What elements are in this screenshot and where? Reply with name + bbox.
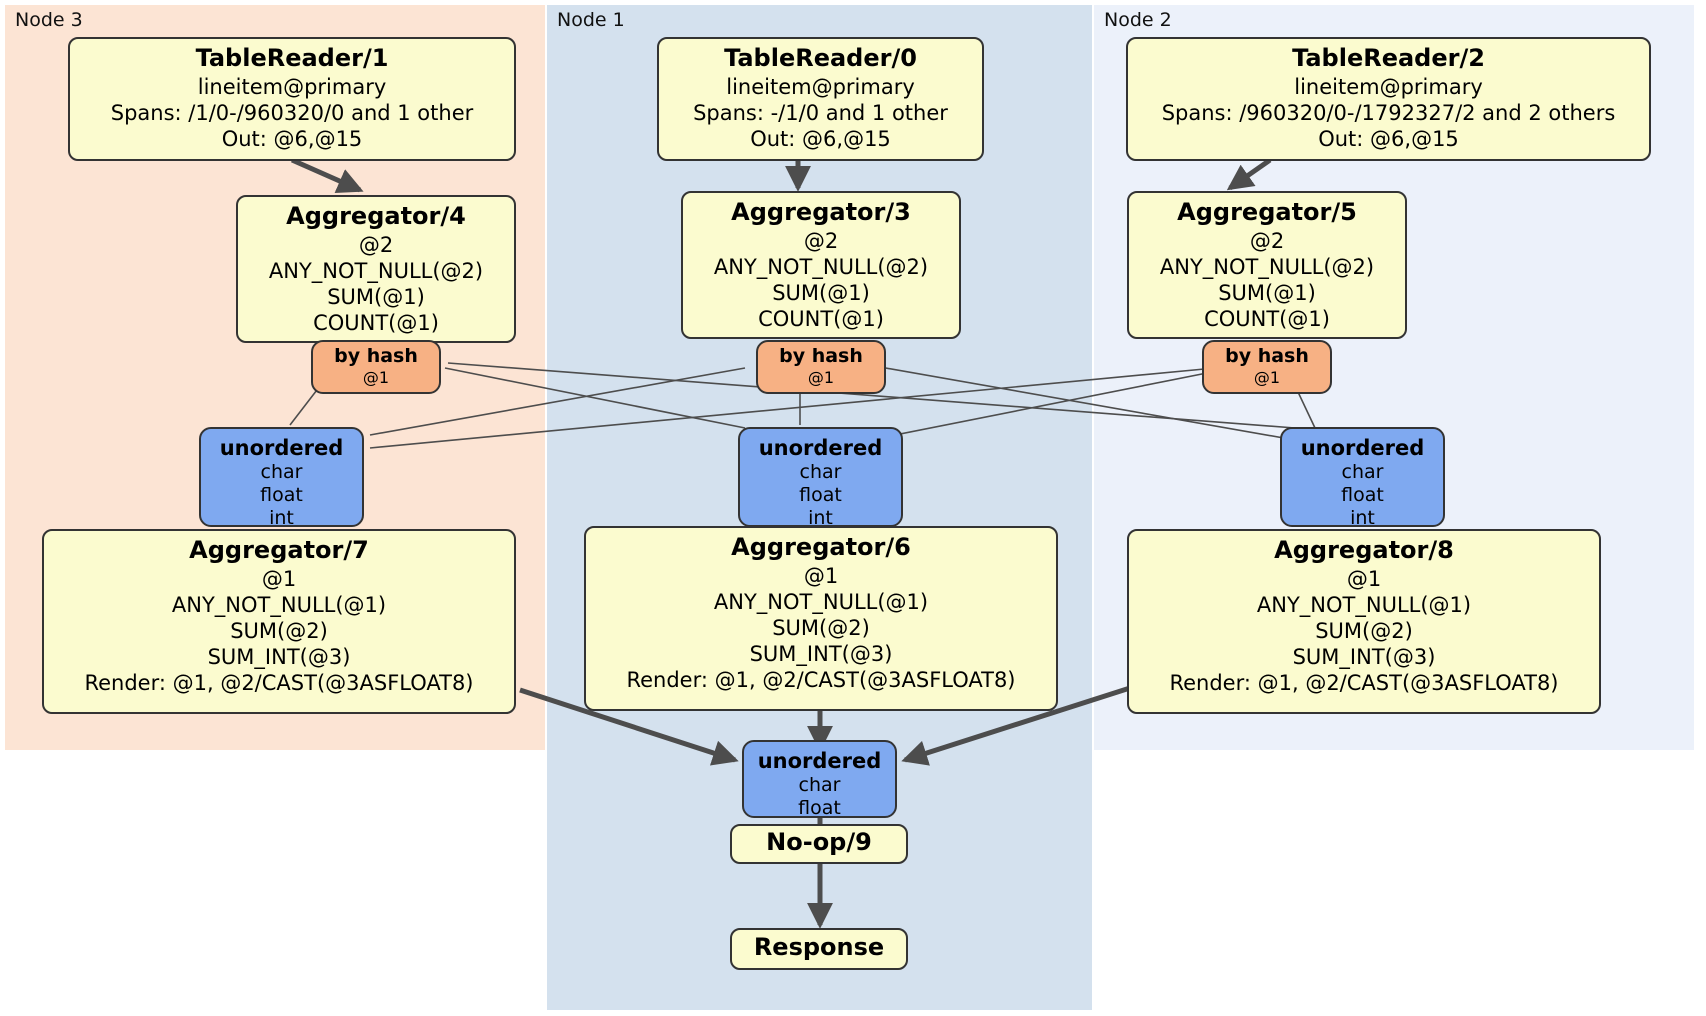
processor-aggregator-5[interactable]: Aggregator/5 @2 ANY_NOT_NULL(@2) SUM(@1)… — [1127, 191, 1407, 339]
processor-title: Aggregator/5 — [1177, 198, 1357, 226]
processor-title: No-op/9 — [766, 828, 872, 856]
processor-title: Aggregator/7 — [189, 536, 369, 564]
processor-tablereader-0[interactable]: TableReader/0 lineitem@primary Spans: -/… — [657, 37, 984, 161]
processor-title: Aggregator/6 — [731, 533, 911, 561]
processor-noop-9[interactable]: No-op/9 — [730, 824, 908, 864]
processor-detail-line: SUM(@1) — [327, 285, 425, 309]
processor-detail-line: SUM(@2) — [772, 616, 870, 640]
synchronizer-type-line: float — [799, 484, 842, 506]
processor-detail-line: lineitem@primary — [726, 75, 915, 99]
processor-detail-line: Spans: /960320/0-/1792327/2 and 2 others — [1161, 101, 1616, 125]
synchronizer-type-line: char — [1341, 461, 1384, 483]
processor-title: TableReader/2 — [1292, 44, 1485, 72]
processor-detail-line: ANY_NOT_NULL(@2) — [1159, 255, 1375, 279]
processor-detail-line: SUM(@2) — [1315, 619, 1413, 643]
processor-detail-line: COUNT(@1) — [1204, 307, 1330, 331]
router-detail-line: @1 — [1253, 368, 1281, 387]
synchronizer-title: unordered — [219, 436, 344, 460]
processor-detail-line: Render: @1, @2/CAST(@3ASFLOAT8) — [626, 668, 1016, 692]
processor-response[interactable]: Response — [730, 928, 908, 970]
processor-detail-line: Spans: -/1/0 and 1 other — [693, 101, 948, 125]
processor-detail-line: Out: @6,@15 — [750, 127, 891, 151]
synchronizer-type-line: char — [799, 461, 842, 483]
processor-title: Response — [753, 933, 885, 961]
node-region-label-node1: Node 1 — [557, 9, 625, 31]
processor-title: TableReader/0 — [724, 44, 917, 72]
processor-title: Aggregator/3 — [731, 198, 911, 226]
synchronizer-unordered-node2[interactable]: unordered char float int — [1280, 427, 1445, 529]
processor-title: TableReader/1 — [195, 44, 389, 72]
synchronizer-title: unordered — [757, 749, 882, 773]
processor-detail-line: lineitem@primary — [1294, 75, 1483, 99]
processor-aggregator-6[interactable]: Aggregator/6 @1 ANY_NOT_NULL(@1) SUM(@2)… — [584, 526, 1058, 711]
processor-detail-line: Render: @1, @2/CAST(@3ASFLOAT8) — [1169, 671, 1559, 695]
synchronizer-title: unordered — [1300, 436, 1425, 460]
processor-detail-line: Render: @1, @2/CAST(@3ASFLOAT8) — [84, 671, 474, 695]
synchronizer-unordered-final[interactable]: unordered char float — [742, 740, 897, 819]
router-detail-line: @1 — [362, 368, 390, 387]
processor-detail-line: SUM_INT(@3) — [207, 645, 351, 669]
processor-detail-line: COUNT(@1) — [313, 311, 439, 335]
processor-detail-line: @1 — [261, 567, 297, 591]
processor-detail-line: Spans: /1/0-/960320/0 and 1 other — [110, 101, 474, 125]
router-detail-line: @1 — [807, 368, 835, 387]
synchronizer-type-line: char — [798, 774, 841, 796]
synchronizer-type-line: int — [269, 507, 294, 529]
synchronizer-type-line: float — [260, 484, 303, 506]
processor-detail-line: COUNT(@1) — [758, 307, 884, 331]
node-region-label-node3: Node 3 — [15, 9, 83, 31]
synchronizer-type-line: char — [260, 461, 303, 483]
processor-detail-line: ANY_NOT_NULL(@1) — [1256, 593, 1472, 617]
processor-detail-line: SUM(@1) — [1218, 281, 1316, 305]
processor-detail-line: lineitem@primary — [197, 75, 387, 99]
processor-detail-line: SUM(@2) — [230, 619, 328, 643]
router-by-hash-node3[interactable]: by hash @1 — [311, 340, 441, 394]
processor-detail-line: @1 — [803, 564, 839, 588]
synchronizer-type-line: int — [1350, 507, 1375, 529]
synchronizer-type-line: float — [798, 797, 841, 819]
synchronizer-unordered-node3[interactable]: unordered char float int — [199, 427, 364, 529]
processor-detail-line: Out: @6,@15 — [221, 127, 363, 151]
processor-title: Aggregator/4 — [286, 202, 466, 230]
router-title: by hash — [334, 345, 418, 367]
processor-detail-line: ANY_NOT_NULL(@1) — [171, 593, 387, 617]
router-title: by hash — [779, 345, 863, 367]
processor-detail-line: Out: @6,@15 — [1318, 127, 1459, 151]
synchronizer-title: unordered — [758, 436, 883, 460]
processor-detail-line: ANY_NOT_NULL(@2) — [713, 255, 929, 279]
processor-detail-line: ANY_NOT_NULL(@2) — [268, 259, 484, 283]
processor-aggregator-3[interactable]: Aggregator/3 @2 ANY_NOT_NULL(@2) SUM(@1)… — [681, 191, 961, 339]
processor-detail-line: ANY_NOT_NULL(@1) — [713, 590, 929, 614]
router-title: by hash — [1225, 345, 1309, 367]
processor-aggregator-4[interactable]: Aggregator/4 @2 ANY_NOT_NULL(@2) SUM(@1)… — [236, 195, 516, 343]
processor-tablereader-2[interactable]: TableReader/2 lineitem@primary Spans: /9… — [1126, 37, 1651, 161]
synchronizer-type-line: float — [1341, 484, 1384, 506]
synchronizer-type-line: int — [808, 507, 833, 529]
processor-detail-line: SUM(@1) — [772, 281, 870, 305]
node-region-label-node2: Node 2 — [1104, 9, 1172, 31]
processor-detail-line: SUM_INT(@3) — [1292, 645, 1436, 669]
router-by-hash-node2[interactable]: by hash @1 — [1202, 340, 1332, 394]
processor-detail-line: @2 — [803, 229, 839, 253]
router-by-hash-node1[interactable]: by hash @1 — [756, 340, 886, 394]
synchronizer-unordered-node1[interactable]: unordered char float int — [738, 427, 903, 529]
processor-aggregator-7[interactable]: Aggregator/7 @1 ANY_NOT_NULL(@1) SUM(@2)… — [42, 529, 516, 714]
processor-detail-line: @2 — [1249, 229, 1285, 253]
processor-detail-line: SUM_INT(@3) — [749, 642, 893, 666]
processor-aggregator-8[interactable]: Aggregator/8 @1 ANY_NOT_NULL(@1) SUM(@2)… — [1127, 529, 1601, 714]
processor-title: Aggregator/8 — [1274, 536, 1454, 564]
processor-detail-line: @2 — [358, 233, 394, 257]
processor-detail-line: @1 — [1346, 567, 1382, 591]
processor-tablereader-1[interactable]: TableReader/1 lineitem@primary Spans: /1… — [68, 37, 516, 161]
